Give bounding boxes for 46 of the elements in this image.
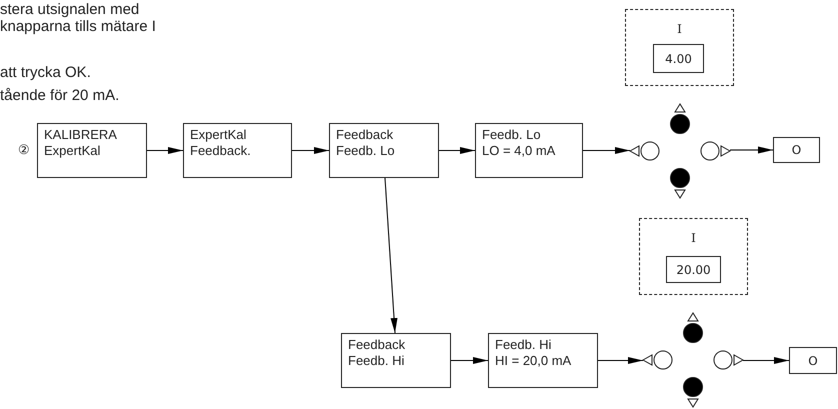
- instruction-text: knapparna tills mätare I: [0, 18, 156, 35]
- arrow: [384, 178, 398, 334]
- display-value: 4.00: [665, 52, 692, 66]
- instruction-text: tående för 20 mA.: [0, 87, 120, 104]
- menu-box: [37, 123, 147, 178]
- menu-text: ExpertKal: [190, 127, 248, 143]
- display-panel: [625, 9, 734, 86]
- arrow: [582, 147, 630, 154]
- arrow: [450, 357, 488, 364]
- instruction-text: att trycka OK.: [0, 64, 91, 81]
- menu-text: LO = 4,0 mA: [482, 143, 556, 159]
- output-box: [773, 137, 820, 163]
- output-value: O: [792, 143, 802, 157]
- menu-text: ExpertKal: [44, 143, 102, 159]
- menu-text: Feedb. Lo: [482, 127, 542, 143]
- menu-text: Feedback.: [190, 143, 252, 159]
- menu-box: [329, 123, 439, 178]
- display-value: 20.00: [676, 262, 711, 276]
- arrow: [742, 357, 790, 364]
- meter-label: I: [690, 231, 697, 245]
- menu-text: HI = 20,0 mA: [495, 353, 572, 369]
- menu-text: Feedb. Lo: [336, 143, 396, 159]
- meter-label: I: [676, 22, 683, 36]
- menu-text: Feedback: [348, 337, 406, 353]
- menu-text: KALIBRERA: [44, 127, 118, 143]
- value-display: [666, 256, 721, 283]
- step-number: ②: [18, 142, 30, 159]
- menu-text: Feedback: [336, 127, 394, 143]
- arrow: [438, 147, 476, 154]
- menu-box: [183, 123, 292, 178]
- output-value: O: [808, 354, 818, 368]
- menu-box: [475, 123, 583, 178]
- keypad-drawing: [630, 104, 730, 198]
- arrow: [598, 357, 644, 364]
- value-display: [653, 44, 704, 73]
- instruction-text: stera utsignalen med: [0, 1, 140, 18]
- output-box: [789, 347, 837, 374]
- menu-box: [488, 333, 598, 388]
- keypad-drawing: [643, 313, 743, 407]
- menu-text: Feedb. Hi: [495, 337, 552, 353]
- menu-text: Feedb. Hi: [348, 353, 406, 369]
- arrow: [730, 146, 774, 154]
- menu-box: [341, 333, 451, 388]
- arrow: [146, 147, 184, 154]
- arrow: [292, 147, 330, 154]
- display-panel: [639, 218, 748, 295]
